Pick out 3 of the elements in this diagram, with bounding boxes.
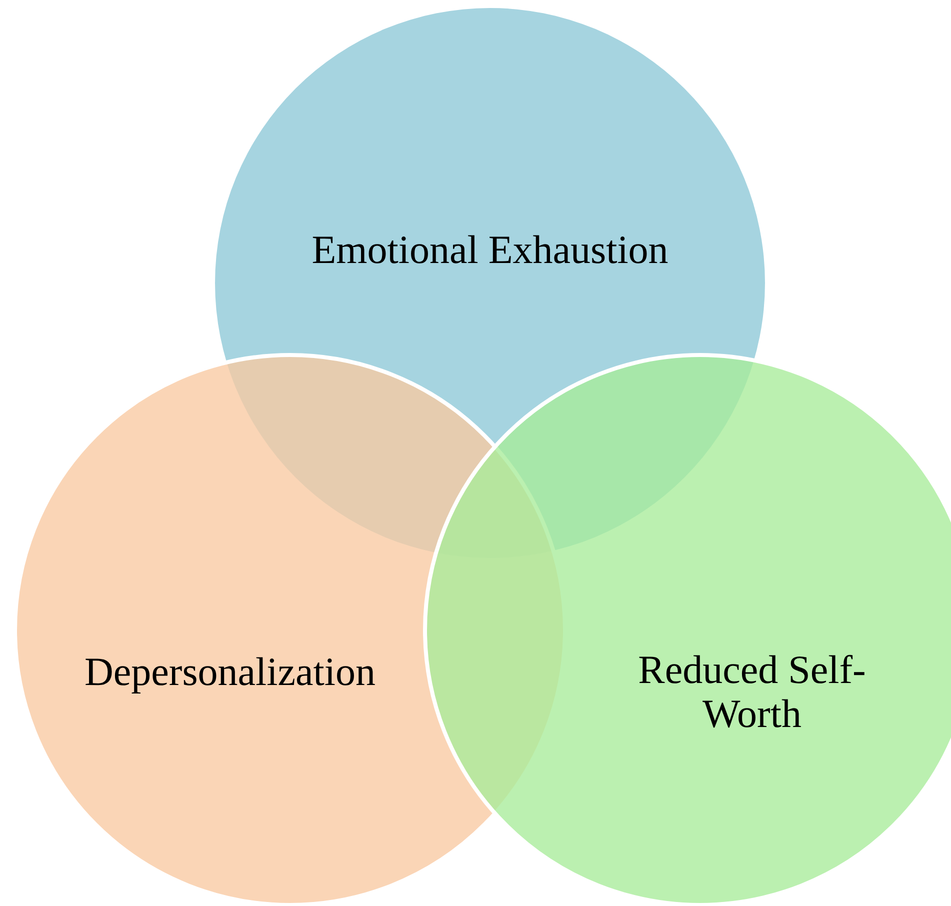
circle-label: Depersonalization [84,650,376,694]
circle-label: Emotional Exhaustion [310,228,670,272]
circle-label: Reduced Self-Worth [637,648,867,736]
